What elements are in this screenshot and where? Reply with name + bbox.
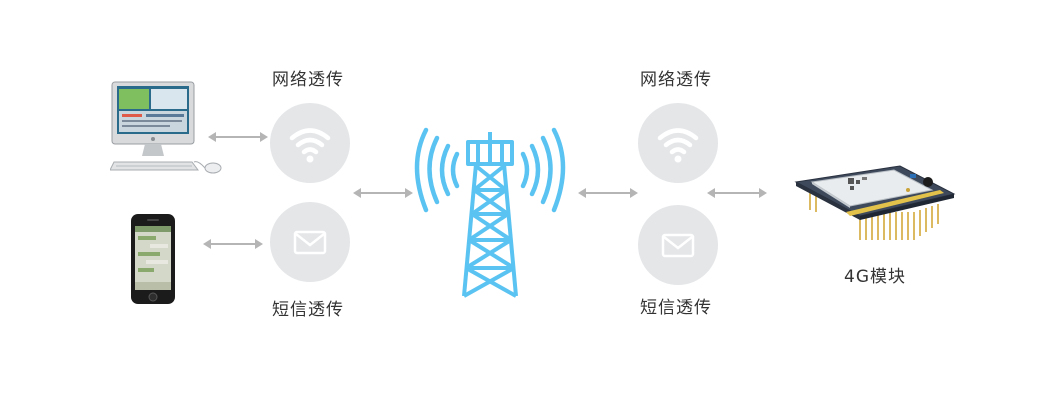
double-arrow-icon	[707, 188, 767, 198]
double-arrow-icon	[208, 132, 268, 142]
envelope-icon	[293, 230, 327, 255]
network-passthrough-circle-left	[270, 103, 350, 183]
4g-module-board-icon	[794, 165, 956, 240]
sms-passthrough-label-right: 短信透传	[640, 298, 712, 318]
network-passthrough-label-left: 网络透传	[272, 70, 344, 90]
wifi-icon	[289, 128, 331, 163]
sms-passthrough-circle-right	[638, 205, 718, 285]
desktop-computer-icon	[110, 81, 222, 174]
sms-passthrough-circle-left	[270, 202, 350, 282]
wifi-icon	[657, 128, 699, 163]
4g-module-label: 4G模块	[844, 267, 906, 287]
network-passthrough-circle-right	[638, 103, 718, 183]
sms-passthrough-label-left: 短信透传	[272, 300, 344, 320]
cell-tower-icon	[414, 127, 566, 298]
network-passthrough-label-right: 网络透传	[640, 70, 712, 90]
double-arrow-icon	[203, 239, 263, 249]
double-arrow-icon	[578, 188, 638, 198]
double-arrow-icon	[353, 188, 413, 198]
envelope-icon	[661, 233, 695, 258]
smartphone-icon	[131, 214, 175, 304]
